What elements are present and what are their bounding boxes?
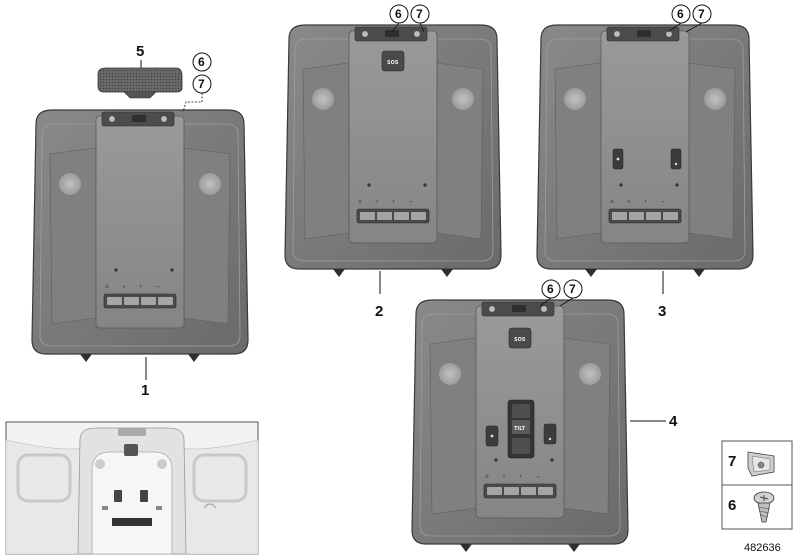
console-unit-4: SOS TILT ⁂ ☼ ↑ ⊸ [411, 299, 629, 553]
callout-6-unit4: 6 [541, 279, 561, 299]
button-label: ☼ [502, 474, 506, 479]
button-label: ↑ [644, 199, 647, 204]
button-label: ⊸ [536, 474, 540, 479]
callout-7-unit2: 7 [410, 4, 430, 24]
button-label: ☼ [122, 284, 126, 289]
button-label: ⊸ [661, 199, 665, 204]
leader-line-6-7-unit3 [667, 22, 703, 33]
right-switch [543, 423, 557, 445]
button-label: ⊸ [409, 199, 413, 204]
sos-label: SOS [514, 337, 526, 343]
callout-1: 1 [141, 382, 149, 399]
legend-number-6: 6 [728, 497, 736, 514]
callout-7: 7 [569, 282, 576, 296]
callout-5: 5 [136, 43, 144, 60]
installed-view-inset [5, 421, 259, 555]
callout-6: 6 [198, 55, 205, 69]
screw-icon [753, 491, 775, 523]
sos-label: SOS [387, 60, 399, 66]
callout-7-unit3: 7 [692, 4, 712, 24]
button-label: ↑ [139, 284, 142, 289]
console-unit-1: ⁂ ☼ ↑ ⊸ [31, 109, 249, 363]
button-strip [608, 208, 682, 224]
sos-button [381, 50, 405, 72]
callout-7: 7 [416, 7, 423, 21]
callout-4: 4 [669, 413, 678, 430]
leader-line-6-7 [182, 93, 203, 113]
button-label: ↑ [519, 474, 522, 479]
clip-nut-icon [747, 451, 775, 477]
callout-7-unit4: 7 [563, 279, 583, 299]
callout-6-unit3: 6 [671, 4, 691, 24]
button-label: ☼ [375, 199, 379, 204]
fastener-legend: 7 6 [721, 440, 793, 530]
callout-7: 7 [698, 7, 705, 21]
callout-7-unit1: 7 [192, 74, 212, 94]
leader-line-6-7-unit2 [391, 22, 425, 33]
button-label: ☼ [627, 199, 631, 204]
button-label: ⁂ [485, 474, 489, 479]
button-labels: ⁂ ☼ ↑ ⊸ [105, 284, 160, 289]
tilt-label: TILT [514, 426, 526, 432]
console-unit-3: ⁂ ☼ ↑ ⊸ [536, 24, 754, 278]
callout-6: 6 [547, 282, 554, 296]
leader-line-6-7-unit4 [539, 297, 574, 307]
button-label: ↑ [392, 199, 395, 204]
diagram-reference-number: 482636 [744, 542, 781, 554]
button-strip [103, 293, 177, 309]
callout-3: 3 [658, 303, 666, 320]
callout-2: 2 [375, 303, 383, 320]
callout-6: 6 [677, 7, 684, 21]
console-unit-2: SOS ⁂ ☼ ↑ ⊸ [284, 24, 502, 278]
callout-6: 6 [395, 7, 402, 21]
sos-button [508, 327, 532, 349]
button-label: ⁂ [105, 284, 109, 289]
button-label: ⁂ [610, 199, 614, 204]
legend-number-7: 7 [728, 453, 736, 470]
callout-6-unit2: 6 [389, 4, 409, 24]
mesh-cover-part [97, 67, 183, 99]
button-label: ⊸ [156, 284, 160, 289]
callout-6-unit1: 6 [192, 52, 212, 72]
callout-7: 7 [198, 77, 205, 91]
right-switch [670, 148, 682, 170]
button-strip [483, 483, 557, 499]
button-strip [356, 208, 430, 224]
button-label: ⁂ [358, 199, 362, 204]
